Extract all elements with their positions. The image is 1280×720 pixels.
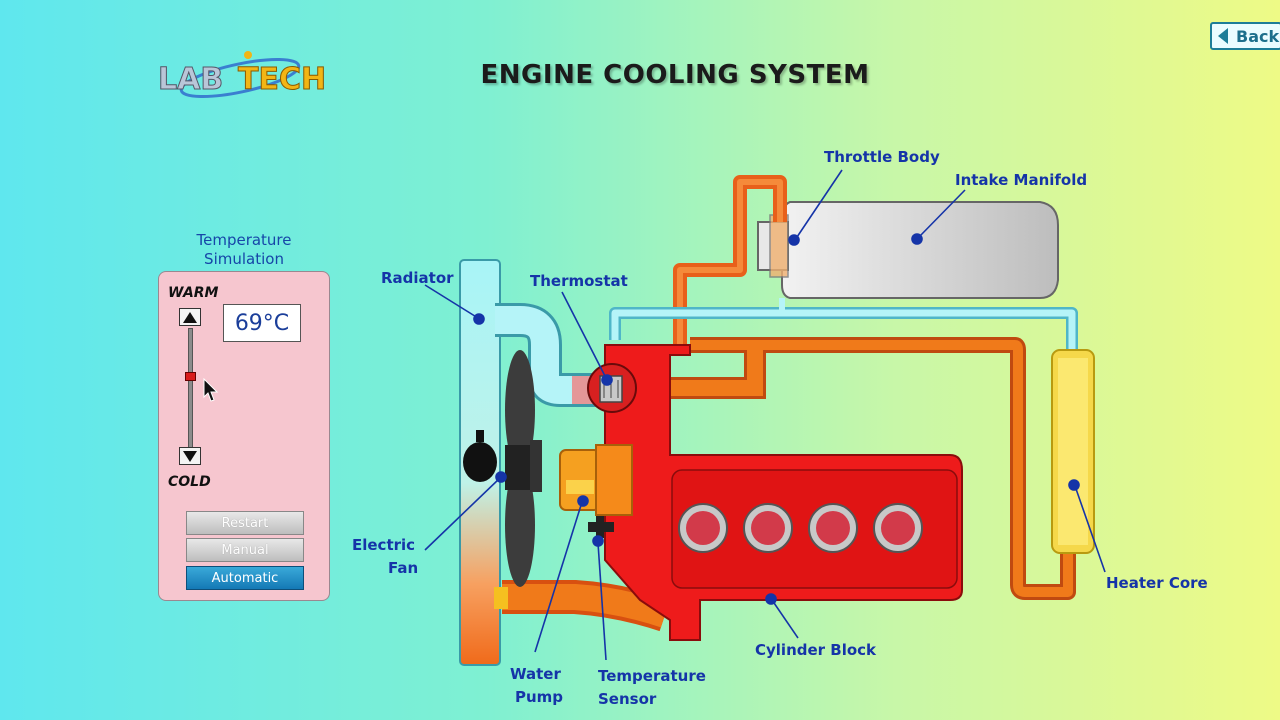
heater-core <box>1051 349 1095 554</box>
water-pump-label-line2: Pump <box>515 688 563 706</box>
radiator-label: Radiator <box>381 269 454 287</box>
restart-button[interactable]: Restart <box>186 511 304 535</box>
cylinder-block <box>604 344 963 641</box>
warm-label: WARM <box>168 285 219 301</box>
svg-text:TECH: TECH <box>238 62 326 97</box>
intake-manifold <box>781 201 1059 299</box>
simulation-heading-line1: Temperature <box>196 231 292 249</box>
water-pump-label-line1: Water <box>510 665 561 683</box>
temperature-simulation-panel: WARM 69°C COLD Restart Manual Automatic <box>158 271 330 601</box>
electric-fan-marker <box>495 471 507 483</box>
throttle-body-label: Throttle Body <box>824 148 940 166</box>
cylinder-block-marker <box>765 593 777 605</box>
electric-fan-label-line2: Fan <box>388 559 418 577</box>
electric-fan <box>463 350 542 587</box>
temperature-slider-thumb[interactable] <box>185 371 196 381</box>
temperature-display: 69°C <box>223 304 301 342</box>
labtech-logo: LAB TECH <box>158 51 327 99</box>
back-button[interactable]: Back <box>1210 22 1280 50</box>
water-pump <box>559 444 633 516</box>
svg-text:LAB: LAB <box>158 62 223 97</box>
temperature-down-button[interactable] <box>179 447 201 465</box>
simulation-heading-line2: Simulation <box>204 250 284 268</box>
mouse-pointer-icon <box>203 378 219 402</box>
throttle-body-marker <box>788 234 800 246</box>
temperature-up-button[interactable] <box>179 308 201 326</box>
back-arrow-icon <box>1218 28 1228 44</box>
arrow-up-icon <box>183 312 197 323</box>
leader-lines <box>424 169 1106 661</box>
back-button-label: Back <box>1236 26 1280 46</box>
throttle-body <box>757 214 789 278</box>
radiator-marker <box>473 313 485 325</box>
arrow-down-icon <box>183 451 197 462</box>
manual-button[interactable]: Manual <box>186 538 304 562</box>
thermostat <box>587 363 637 413</box>
thermostat-marker <box>601 374 613 386</box>
cold-label: COLD <box>168 474 211 490</box>
heater-core-marker <box>1068 479 1080 491</box>
page-title: ENGINE COOLING SYSTEM <box>480 60 870 90</box>
simulation-heading: Temperature Simulation <box>160 231 328 269</box>
cylinders <box>678 503 923 553</box>
intake-manifold-label: Intake Manifold <box>955 171 1087 189</box>
temperature-sensor <box>588 516 614 538</box>
heater-core-label: Heater Core <box>1106 574 1208 592</box>
thermostat-label: Thermostat <box>530 272 628 290</box>
temperature-sensor-marker <box>592 535 604 547</box>
automatic-button[interactable]: Automatic <box>186 566 304 590</box>
intake-manifold-marker <box>911 233 923 245</box>
temperature-sensor-label-line2: Sensor <box>598 690 657 708</box>
temperature-sensor-label-line1: Temperature <box>598 667 706 685</box>
water-pump-marker <box>577 495 589 507</box>
cylinder-block-label: Cylinder Block <box>755 641 877 659</box>
electric-fan-label-line1: Electric <box>352 536 415 554</box>
